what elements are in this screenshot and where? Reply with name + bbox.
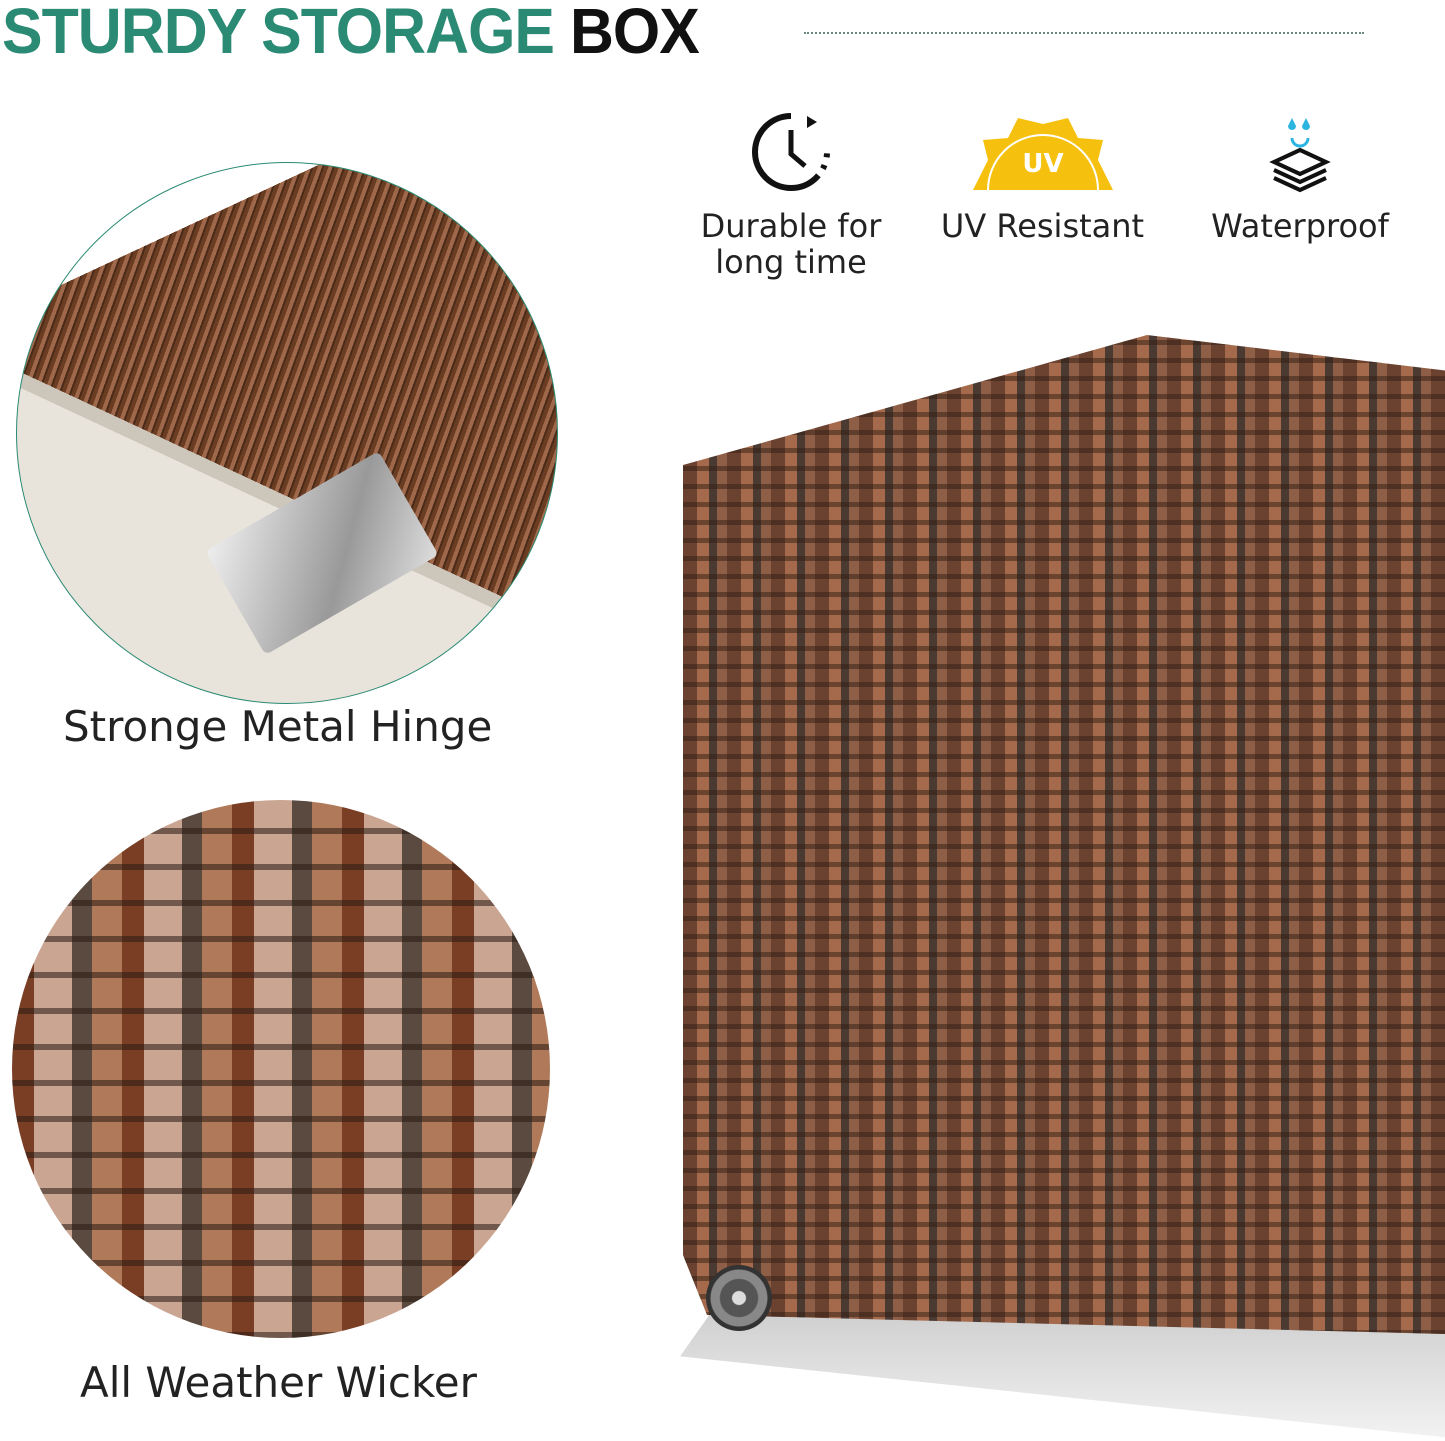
feature-waterproof: Waterproof — [1200, 110, 1400, 244]
wicker-detail-photo — [12, 800, 550, 1338]
waterproof-layers-icon — [1269, 118, 1331, 193]
dotted-divider — [804, 32, 1364, 34]
wicker-storage-box-photo — [683, 335, 1445, 1335]
uv-sun-icon: UV — [972, 118, 1113, 191]
feature-durable: Durable for long time — [695, 110, 887, 280]
clock-icon — [752, 113, 830, 191]
page-title: STURDY STORAGE BOX — [2, 0, 700, 67]
hinge-detail-photo — [16, 162, 558, 704]
wicker-caption: All Weather Wicker — [80, 1358, 477, 1407]
feature-uv: UV UV Resistant — [935, 110, 1150, 244]
caster-wheel — [706, 1265, 772, 1331]
svg-text:UV: UV — [1022, 149, 1063, 179]
hinge-caption: Stronge Metal Hinge — [63, 702, 493, 751]
metal-hinge — [205, 451, 439, 655]
